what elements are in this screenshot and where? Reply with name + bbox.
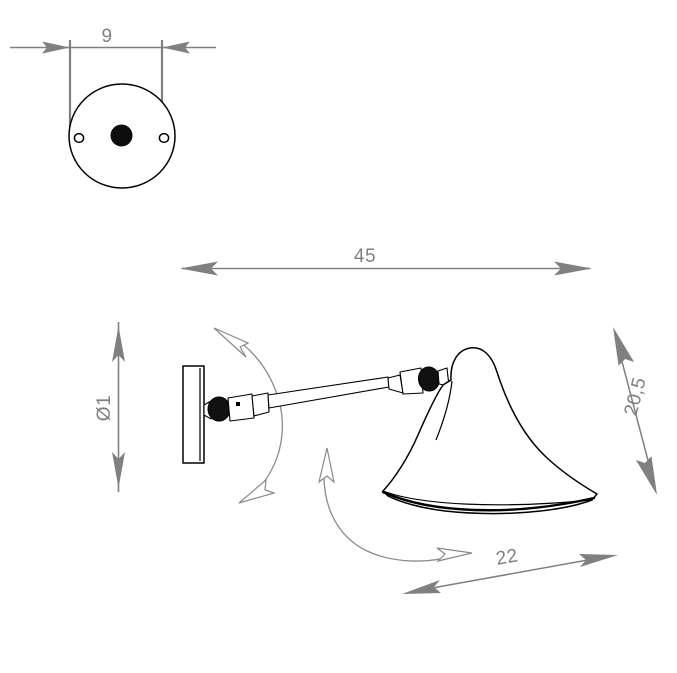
dimension-diameter-1-arrow-bottom — [112, 452, 125, 488]
wall-plate-side-body — [182, 365, 205, 464]
arm-swing-arc-arrow-bottom — [238, 478, 277, 504]
dimension-20-5-arrow-bottom — [635, 456, 657, 495]
joint-housing-head — [387, 367, 424, 395]
shade-tilt-arc-path — [323, 459, 453, 562]
dimension-diameter-1-label: Ø1 — [94, 395, 115, 421]
joint-housing-head-body — [399, 367, 424, 395]
dimension-45-label: 45 — [354, 246, 376, 267]
dimension-45-arrow-right — [554, 261, 592, 276]
ball-joint-base — [207, 396, 231, 422]
dimension-22-arrow-left — [402, 580, 441, 594]
dimension-9: 9 — [10, 26, 216, 142]
dimension-9-arrow-left — [42, 41, 70, 54]
joint-housing-base-screw — [236, 402, 240, 406]
lamp-shade-neck-crease — [435, 380, 453, 441]
joint-housing-base-body — [227, 393, 255, 422]
shade-tilt-arc-arrow-right — [436, 547, 473, 563]
mounting-hole-left — [73, 132, 85, 144]
dimension-45-arrow-left — [180, 261, 218, 276]
lamp-arm — [267, 376, 390, 409]
dimension-20-5-label: 20,5 — [621, 375, 651, 418]
dimension-22-arrow-right — [579, 554, 618, 567]
shade-tilt-arc-arrow-top — [318, 447, 335, 484]
top-view-group: 9 — [10, 26, 216, 189]
arm-swing-arc-arrow-top — [213, 327, 250, 358]
dimension-20-5-arrow-top — [613, 327, 635, 366]
wall-plate-side — [182, 365, 205, 464]
lamp-shade-rim-lower — [381, 490, 596, 512]
dimension-45: 45 — [180, 246, 592, 276]
dimension-20-5: 20,5 — [613, 327, 657, 495]
mounting-hole-right — [158, 132, 170, 144]
lamp-arm-body — [267, 376, 390, 409]
arm-swing-arc-path — [232, 336, 283, 497]
dimension-22-line — [409, 555, 611, 593]
dimension-9-arrow-right — [162, 41, 190, 54]
center-knob — [110, 124, 133, 147]
lamp-shade — [381, 347, 598, 515]
joint-housing-base-collar — [251, 392, 270, 417]
shade-tilt-arc — [318, 447, 473, 563]
dimension-diameter-1-arrow-top — [112, 326, 125, 362]
dimension-9-label: 9 — [101, 26, 112, 47]
lamp-assembly — [182, 347, 598, 515]
dimension-diameter-1: Ø1 — [94, 322, 125, 492]
joint-housing-base — [227, 392, 270, 422]
center-knob-core — [117, 131, 126, 140]
lamp-shade-rim-upper — [382, 490, 593, 506]
dimension-22-label: 22 — [494, 545, 519, 570]
lamp-shade-body — [382, 347, 598, 515]
dimension-22: 22 — [402, 545, 618, 594]
arm-swing-arc — [213, 327, 283, 504]
